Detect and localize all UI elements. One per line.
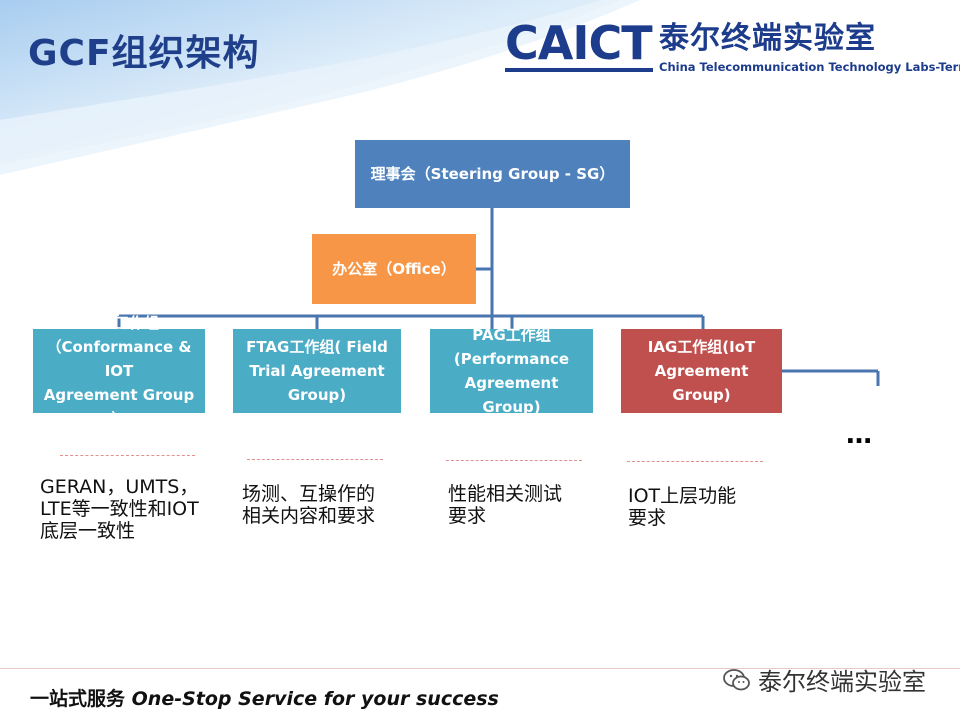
- cag-desc-line1: GERAN，UMTS，: [40, 476, 199, 498]
- steering-group-box: 理事会（Steering Group - SG）: [355, 140, 630, 208]
- iag-description: IOT上层功能 要求: [628, 485, 736, 529]
- logo-english-name: China Telecommunication Technology Labs-…: [659, 60, 960, 74]
- cag-line2: （Conformance & IOT: [46, 338, 192, 380]
- ftag-line3: Group): [287, 386, 347, 404]
- pag-desc-line2: 要求: [448, 505, 487, 527]
- pag-group-box: PAG工作组 (Performance Agreement Group): [430, 326, 593, 416]
- logo-chinese-name: 泰尔终端实验室: [659, 21, 876, 56]
- pag-line3: Agreement Group): [464, 374, 559, 416]
- iag-desc-line2: 要求: [628, 507, 667, 529]
- wechat-watermark: 泰尔终端实验室: [722, 662, 926, 699]
- footer-slogan: 一站式服务 One-Stop Service for your success: [30, 684, 499, 711]
- cag-group-box: CAG工作组 （Conformance & IOT Agreement Grou…: [33, 314, 205, 428]
- slogan-english: One-Stop Service for your success: [131, 688, 499, 710]
- logo-underline: [505, 68, 653, 72]
- divider-dashed: [60, 455, 195, 456]
- cag-description: GERAN，UMTS， LTE等一致性和IOT 底层一致性: [40, 476, 199, 542]
- cag-desc-line3: 底层一致性: [40, 520, 136, 542]
- iag-group-box: IAG工作组(IoT Agreement Group): [621, 329, 782, 413]
- divider-dashed: [627, 461, 763, 462]
- cag-line3: Agreement Group ）: [43, 386, 195, 428]
- office-label: 办公室（Office）: [332, 260, 456, 278]
- header-background: [0, 0, 640, 175]
- caict-logo: CAICT 泰尔终端实验室 China Telecommunication Te…: [505, 16, 960, 80]
- divider-dashed: [446, 460, 582, 461]
- ftag-group-box: FTAG工作组( Field Trial Agreement Group): [233, 329, 401, 413]
- ftag-desc-line2: 相关内容和要求: [242, 505, 376, 527]
- pag-line1: PAG工作组: [472, 326, 551, 344]
- watermark-text: 泰尔终端实验室: [758, 668, 926, 696]
- wechat-icon: [722, 667, 752, 699]
- slogan-chinese: 一站式服务: [30, 688, 126, 710]
- office-box: 办公室（Office）: [312, 234, 476, 304]
- logo-mark: CAICT: [505, 16, 653, 70]
- ftag-line2: Trial Agreement: [249, 362, 385, 380]
- ftag-line1: FTAG工作组( Field: [246, 338, 388, 356]
- pag-description: 性能相关测试 要求: [448, 483, 562, 527]
- divider-dashed: [247, 459, 383, 460]
- footer-divider: [0, 668, 960, 669]
- pag-line2: (Performance: [453, 350, 570, 368]
- iag-desc-line1: IOT上层功能: [628, 485, 737, 507]
- ftag-desc-line1: 场测、互操作的: [242, 483, 376, 505]
- page-title: GCF组织架构: [28, 33, 260, 74]
- cag-desc-line2: LTE等一致性和IOT: [40, 498, 199, 520]
- pag-desc-line1: 性能相关测试: [448, 483, 563, 505]
- cag-line1: CAG工作组: [79, 314, 159, 332]
- steering-group-label: 理事会（Steering Group - SG）: [370, 165, 615, 183]
- iag-line1: IAG工作组(IoT: [647, 338, 756, 356]
- more-groups-ellipsis: …: [846, 420, 876, 450]
- iag-line2: Agreement Group): [654, 362, 749, 404]
- ftag-description: 场测、互操作的 相关内容和要求: [242, 483, 375, 527]
